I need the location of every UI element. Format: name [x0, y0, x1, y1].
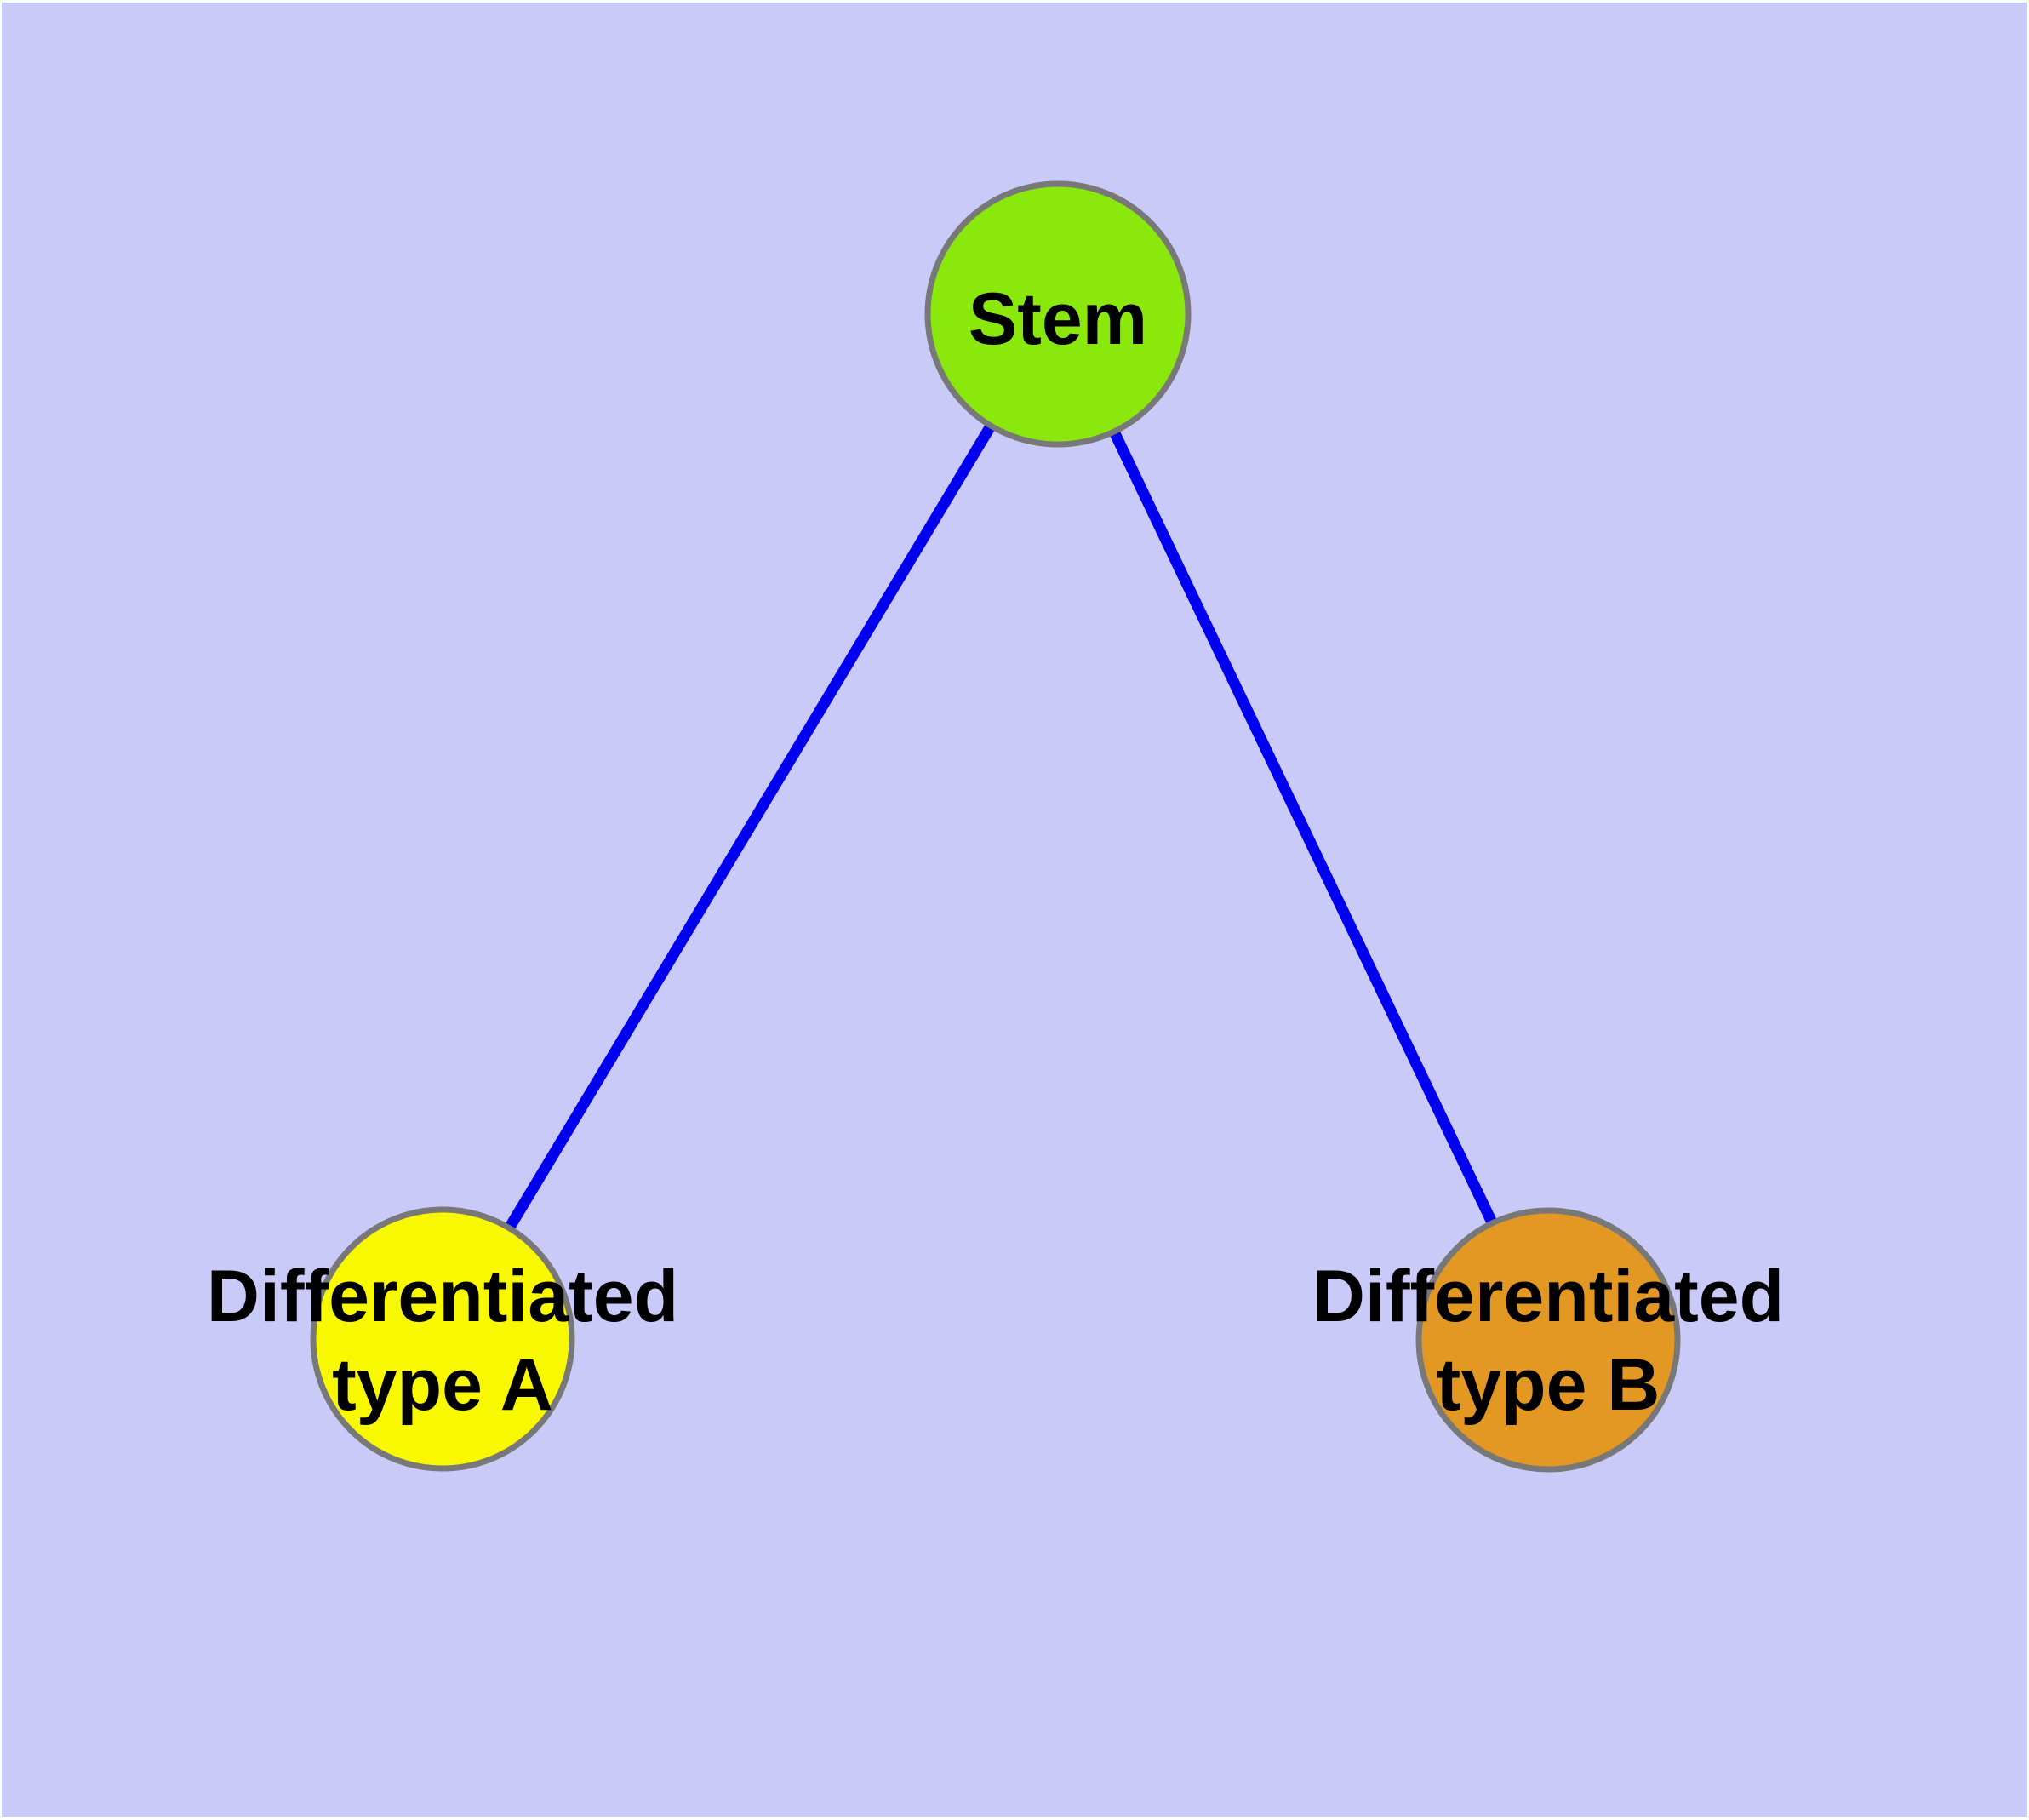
node-differentiated-type-a[interactable] — [310, 1206, 575, 1472]
node-stem[interactable] — [924, 180, 1192, 448]
edge-stem-to-type-b — [1053, 312, 1553, 1342]
node-type-a-label-line-1: Differentiated — [207, 1256, 678, 1337]
node-stem-label: Stem — [969, 278, 1147, 360]
edge-stem-to-type-a — [437, 311, 1063, 1342]
node-type-b-label-line-2: type B — [1437, 1344, 1660, 1426]
node-type-b-label-line-1: Differentiated — [1312, 1256, 1784, 1337]
node-differentiated-type-b[interactable] — [1415, 1207, 1681, 1473]
node-type-a-label-line-2: type A — [332, 1344, 553, 1426]
